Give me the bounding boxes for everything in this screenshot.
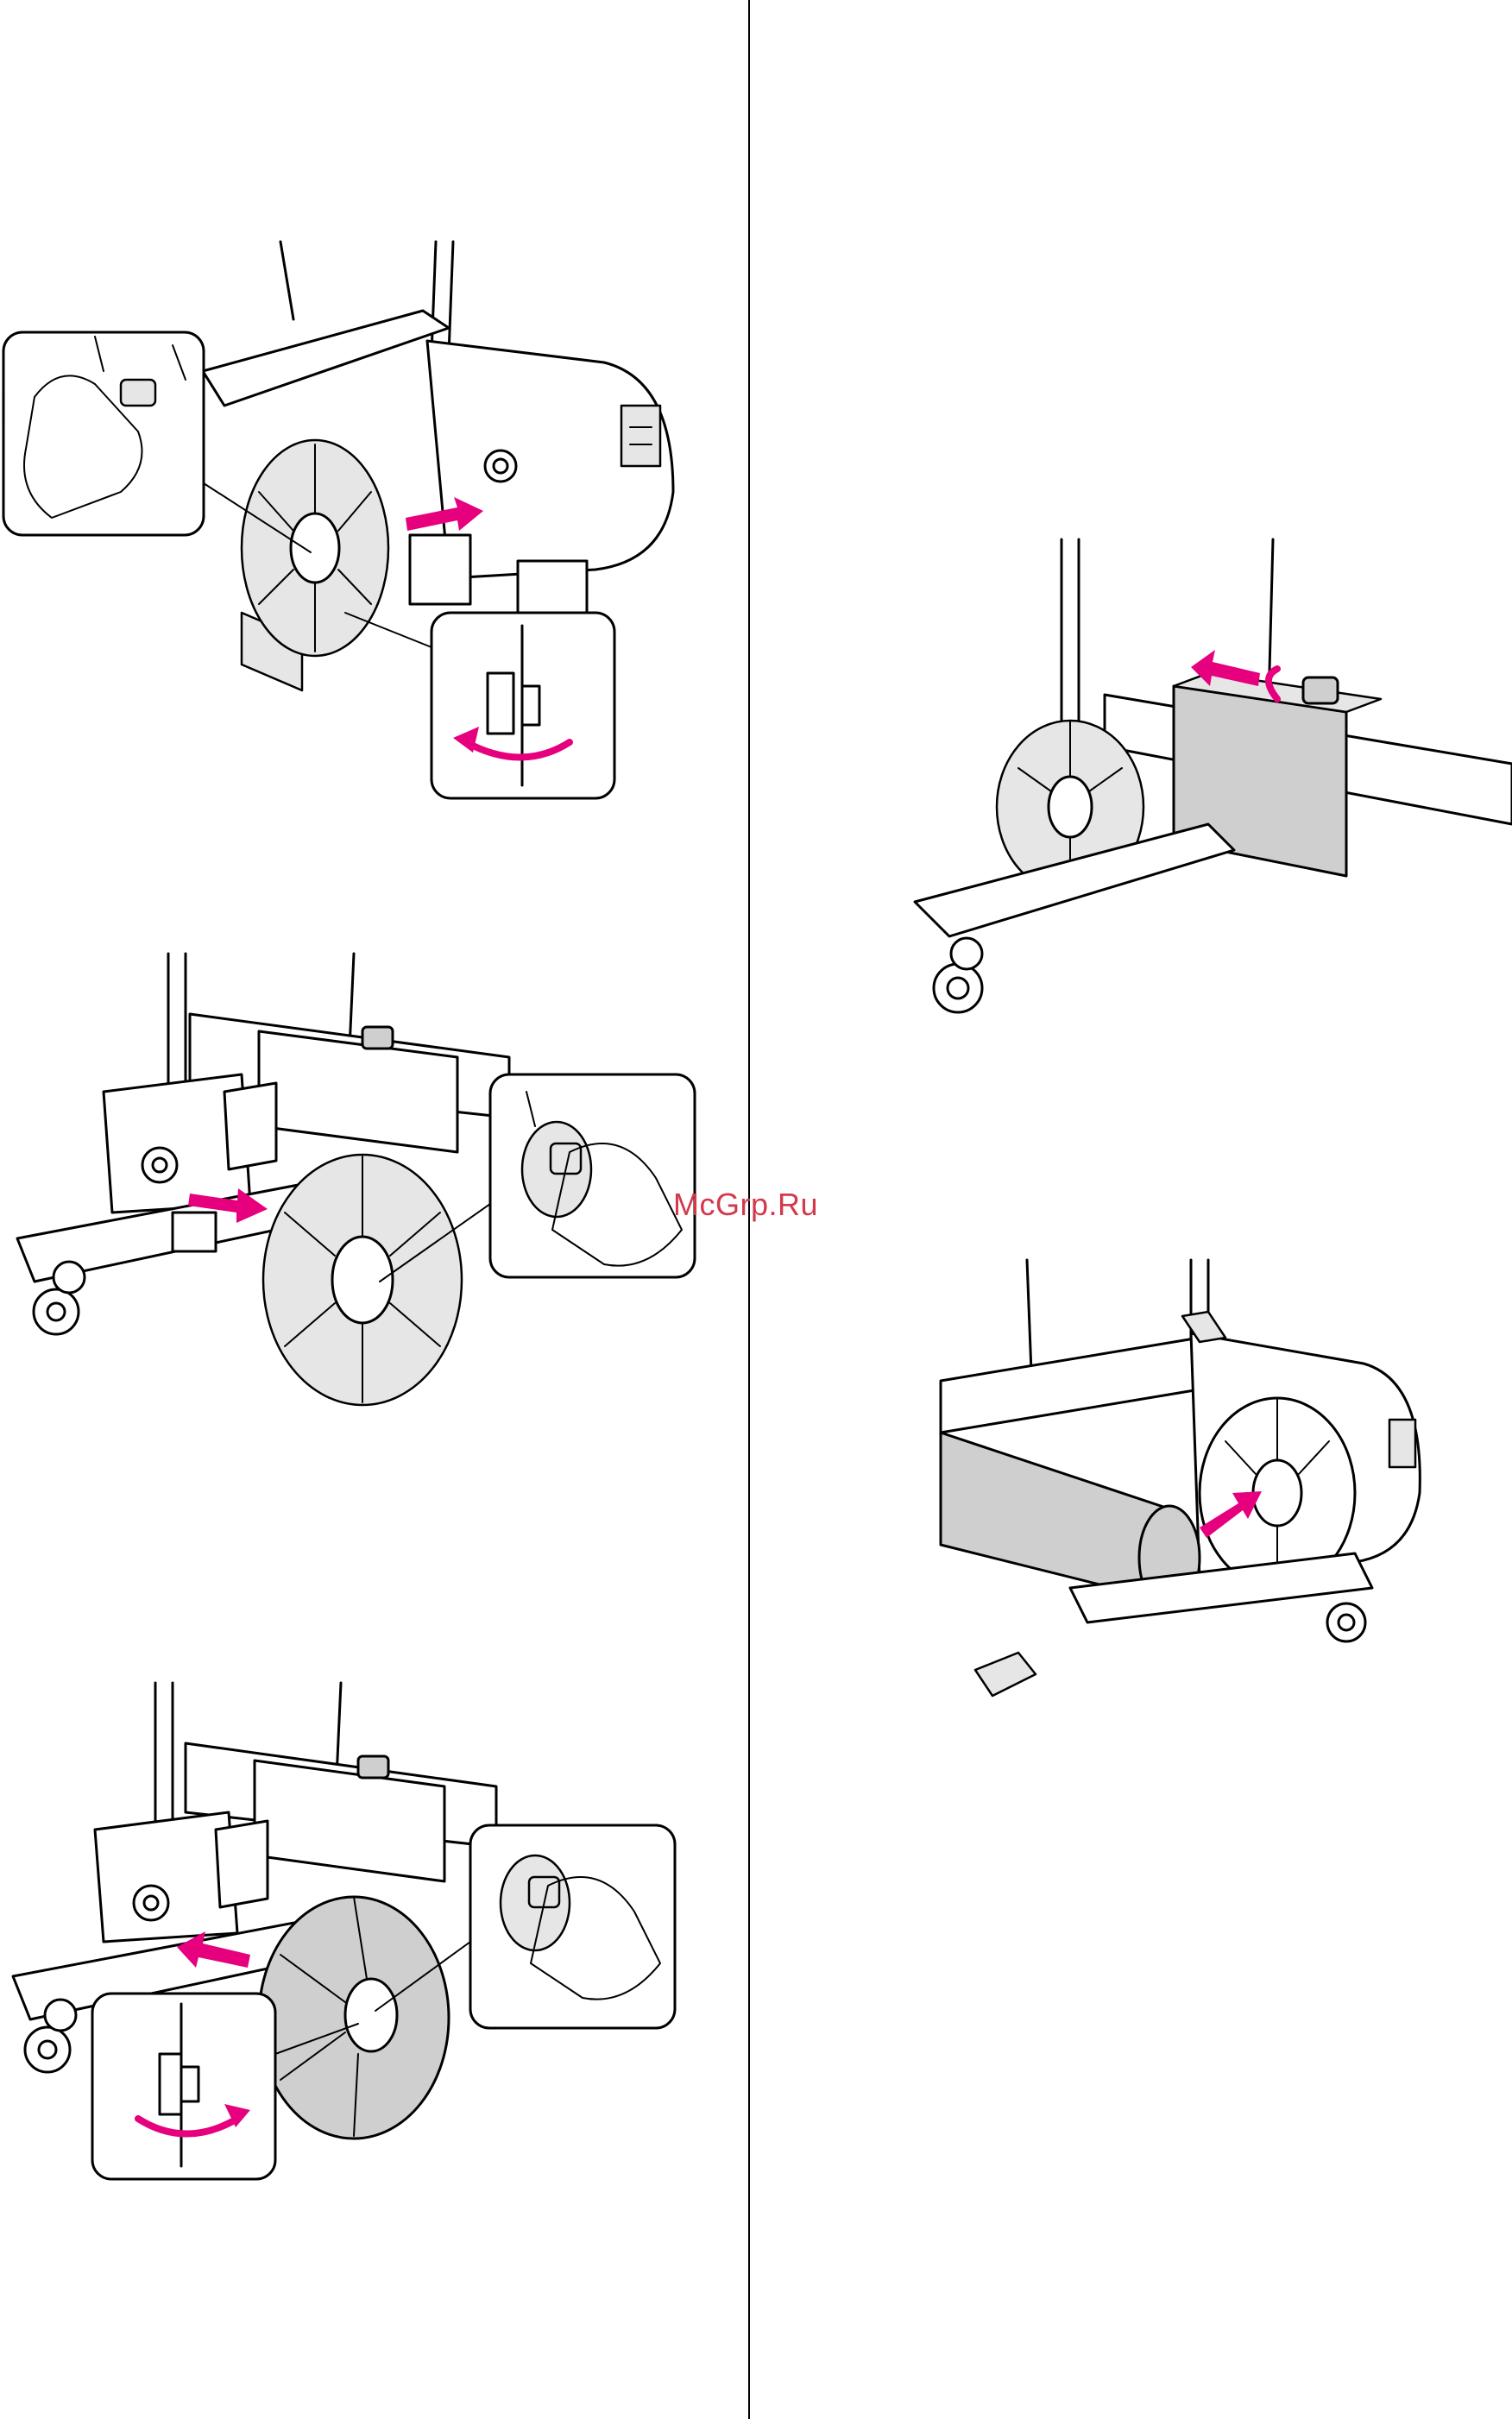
figure-attach-flange-right <box>13 1683 686 2192</box>
figure-attach-flange-motor <box>0 233 690 820</box>
rotate-lever-icon <box>345 613 614 798</box>
figure-insert-roll-core <box>941 1260 1458 1726</box>
watermark: McGrp.Ru <box>673 1187 818 1223</box>
figure-slide-motor-unit <box>915 539 1512 1023</box>
figure-remove-flange <box>17 954 699 1411</box>
